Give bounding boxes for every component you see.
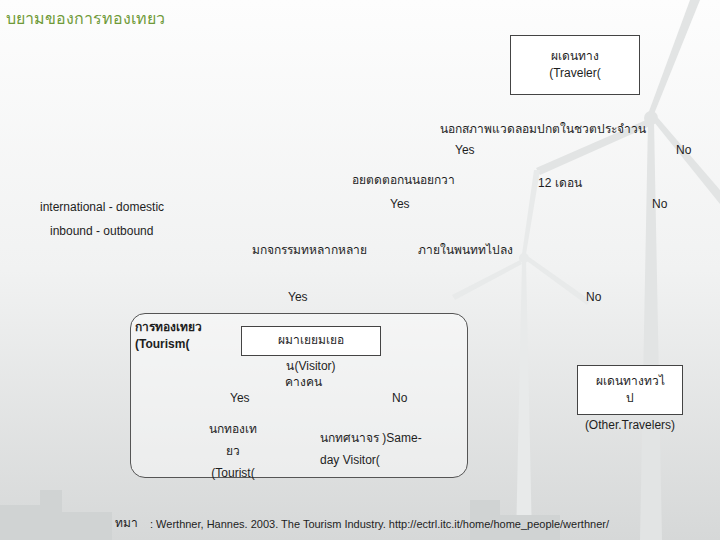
node-text: นกทศนาจร )Same-day Visitor(: [320, 427, 424, 471]
question-text: คางคน: [285, 375, 322, 391]
city-silhouette: [0, 490, 560, 540]
tourism-region: การทองเทยว (Tourism(ผมาเยยมเยอน(Visitor)…: [130, 313, 468, 478]
no-label: No: [652, 197, 667, 213]
yes-label: Yes: [390, 197, 410, 213]
yes-label: Yes: [455, 143, 475, 159]
node-text: ผเดนทาง (Traveler(: [530, 48, 620, 83]
node-subtext: น(Visitor): [286, 358, 335, 375]
category-box: ผเดนทาง (Traveler(: [510, 35, 640, 95]
question-text: ภายในพนททไปลง: [418, 243, 513, 259]
question-text: อยตดตอกนนอยกวา: [352, 173, 455, 189]
question-text: มกจกรรมทหลากหลาย: [252, 243, 367, 259]
node-text: ผมาเยยมเยอ: [278, 332, 344, 349]
yes-label: Yes: [288, 290, 308, 306]
node-text: การทองเทยว (Tourism(: [135, 319, 225, 354]
no-label: No: [676, 143, 691, 159]
category-box: ผมาเยยมเยอน(Visitor): [241, 326, 381, 356]
note-text: inbound - outbound: [50, 224, 153, 240]
node-text: ผเดนทางทวไ ป: [590, 373, 670, 408]
category-box: นกทศนาจร )Same-day Visitor(: [316, 427, 428, 471]
source-label: ทมา: [115, 516, 138, 532]
node-text: นกทองเท ยว (Tourist(: [204, 418, 262, 484]
node-subtext: (Other.Travelers): [585, 417, 675, 434]
no-label: No: [392, 391, 407, 407]
no-label: No: [586, 290, 601, 306]
category-box: นกทองเท ยว (Tourist(: [201, 418, 265, 484]
question-text: นอกสภาพแวดลอมปกตในชวตประจำวน: [440, 122, 646, 138]
note-text: international - domestic: [40, 200, 164, 216]
diagram-title: บยามของการทองเทยว: [6, 6, 165, 31]
yes-label: Yes: [230, 391, 250, 407]
question-text: 12 เดอน: [538, 176, 582, 192]
citation-text: : Werthner, Hannes. 2003. The Tourism In…: [150, 517, 609, 531]
category-box: ผเดนทางทวไ ป(Other.Travelers): [577, 365, 683, 415]
wind-turbine: [452, 170, 590, 540]
